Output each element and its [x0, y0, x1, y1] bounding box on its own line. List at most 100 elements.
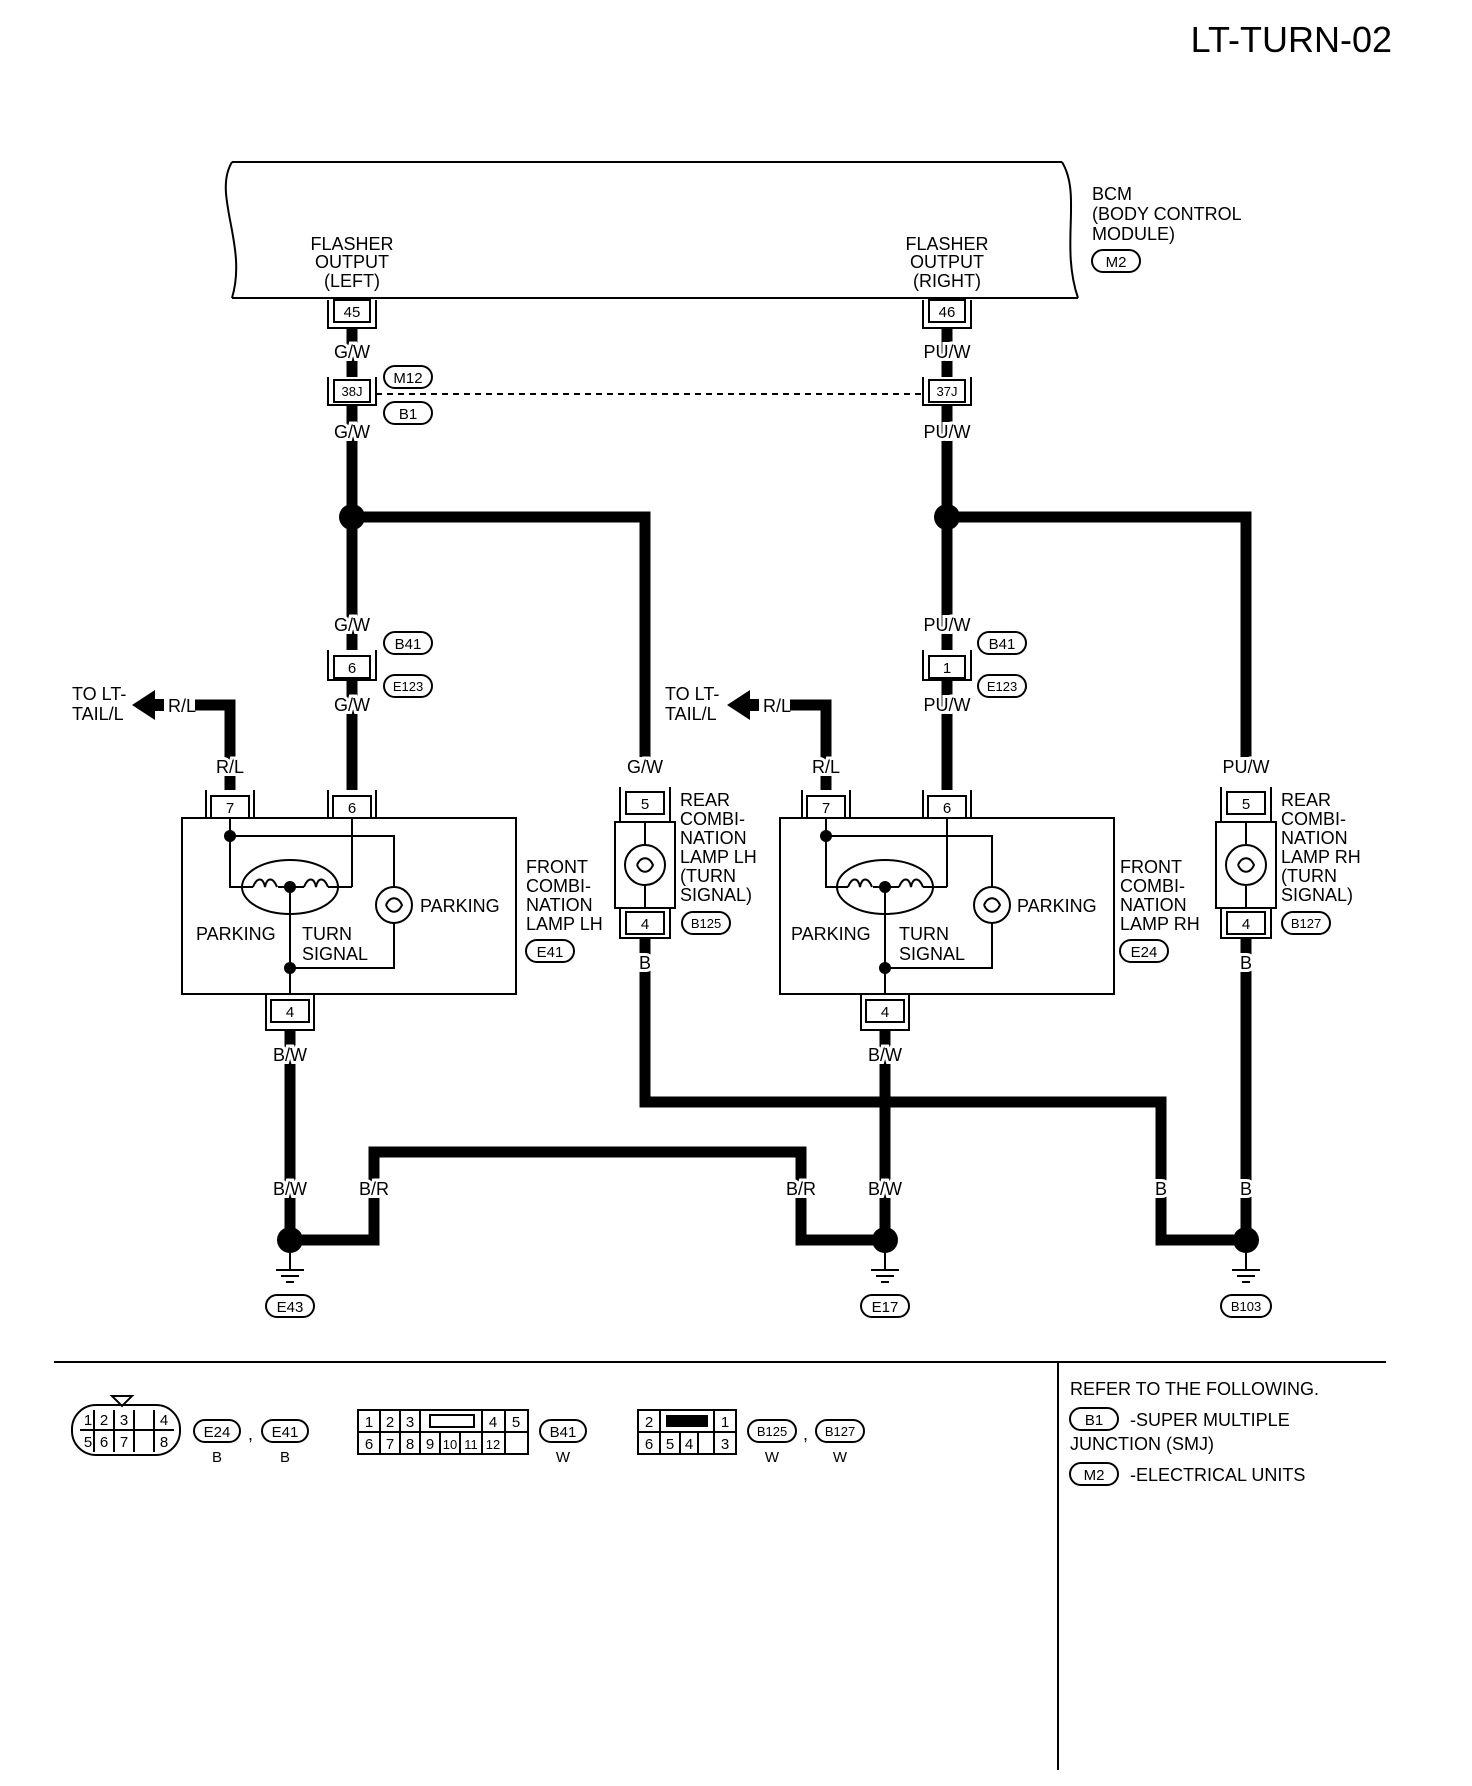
flasher-right-line3: (RIGHT) — [913, 271, 981, 291]
rear-lh-title-3: NATION — [680, 828, 747, 848]
front-lh-title-3: NATION — [526, 895, 593, 915]
wire-label-gw-rear: G/W — [627, 757, 663, 777]
legend-12pin-r2-5: 11 — [464, 1437, 478, 1452]
wire-label-puw-4: PU/W — [924, 695, 971, 715]
wire-label-gw-3: G/W — [334, 615, 370, 635]
wire-label-bw-1: B/W — [273, 1045, 307, 1065]
bcm-pin-45-label: 45 — [344, 304, 361, 321]
ground-b103-badge — [1220, 1294, 1272, 1318]
front-lh-title-2: COMBI- — [526, 876, 591, 896]
rear-lh-connector-badge — [681, 911, 731, 935]
arrow-right-icon — [727, 690, 750, 720]
rear-lh-title-2: COMBI- — [680, 809, 745, 829]
front-rh-connector-badge — [1119, 939, 1169, 963]
bcm-label-line3: MODULE) — [1092, 224, 1175, 244]
front-lh-parking-bulb-icon — [375, 886, 413, 924]
rear-rh-pin-5-label: 5 — [1242, 796, 1250, 813]
wire-label-rl-left: R/L — [216, 757, 244, 777]
rear-lh-pin-5 — [625, 791, 665, 815]
flasher-right-label: FLASHER OUTPUT (RIGHT) — [905, 234, 988, 291]
front-rh-parking-bulb-icon — [973, 886, 1011, 924]
bcm-pin-46 — [928, 299, 966, 323]
wire-b-rear-lh — [639, 938, 1246, 1246]
ground-e43: E43 — [265, 1227, 315, 1318]
wire-label-puw-3: PU/W — [924, 615, 971, 635]
legend-b125-badge — [747, 1419, 797, 1443]
flasher-left-line3: (LEFT) — [324, 271, 380, 291]
front-lh-node-c — [284, 962, 296, 974]
rear-rh-pin5-bracket — [1220, 787, 1272, 822]
refer-m2-badge — [1069, 1462, 1119, 1486]
wire-label-rl-right: R/L — [812, 757, 840, 777]
rear-lh-title-6: SIGNAL) — [680, 885, 752, 905]
wire-label-bw-3: B/W — [868, 1045, 902, 1065]
bcm-pin-45 — [333, 299, 371, 323]
bcm-label-line2: (BODY CONTROL — [1092, 204, 1242, 224]
legend-12pin-grid — [358, 1410, 528, 1454]
inline-left-badge-top — [383, 631, 433, 655]
front-lh-pin6-bracket — [327, 790, 377, 818]
front-rh-filaments — [825, 836, 947, 888]
smj-pin-37j — [928, 379, 966, 403]
rear-lamp-lh: G/W 5 4 B125 REAR COMBI- NATION LAMP LH … — [614, 754, 757, 939]
legend-8pin-r2-1: 6 — [100, 1434, 108, 1451]
rear-lh-connector-code: B125 — [691, 916, 721, 931]
front-lh-filaments — [229, 836, 352, 888]
legend-e41-color: B — [280, 1449, 290, 1466]
front-lh-parking-right: PARKING — [420, 896, 500, 916]
rear-rh-pin-4 — [1226, 911, 1266, 935]
smj-pin-38j — [333, 379, 371, 403]
legend-6pin-r2-0: 6 — [645, 1436, 653, 1453]
wire-label-rl-right-horizontal: R/L — [763, 696, 791, 716]
front-rh-title-2: COMBI- — [1120, 876, 1185, 896]
arrow-left-icon — [132, 690, 155, 720]
inline-right-badge-top — [977, 631, 1027, 655]
ground-e43-dot — [277, 1227, 303, 1253]
arrow-right-stem — [747, 699, 759, 711]
ground-e43-badge — [265, 1294, 315, 1318]
rear-rh-title-6: SIGNAL) — [1281, 885, 1353, 905]
legend-8pin-r2-2: 7 — [120, 1434, 128, 1451]
smj-pin-37j-label: 37J — [937, 384, 958, 399]
inline-left-pin — [333, 655, 371, 679]
legend-e41-code: E41 — [272, 1424, 299, 1441]
front-rh-turn-line2: SIGNAL — [899, 944, 965, 964]
rear-rh-connector-badge — [1281, 911, 1331, 935]
ground-b103: B103 — [1220, 1227, 1272, 1318]
rear-rh-title-1: REAR — [1281, 790, 1331, 810]
ground-e17-dot — [872, 1227, 898, 1253]
legend-6pin-r2-3: 3 — [721, 1436, 729, 1453]
to-tail-label-right: TO LT- TAIL/L — [665, 684, 719, 724]
to-tail-right-line2: TAIL/L — [665, 704, 717, 724]
legend-12pin-r2-0: 6 — [365, 1436, 373, 1453]
inline-right-code-top: B41 — [989, 636, 1016, 653]
refer-section: REFER TO THE FOLLOWING. B1 -SUPER MULTIP… — [1069, 1379, 1319, 1486]
front-lh-pin-4 — [270, 999, 310, 1023]
ground-b103-icon — [1232, 1253, 1260, 1283]
bcm-label-line1: BCM — [1092, 184, 1132, 204]
rear-rh-bulb-icon — [1225, 844, 1267, 886]
front-rh-pin7-bracket — [801, 790, 851, 818]
front-rh-connector-code: E24 — [1131, 944, 1158, 961]
ground-e17: E17 — [860, 1227, 910, 1318]
wire-puw-to-rear-rh — [947, 511, 1252, 757]
bcm-pin-46-label: 46 — [939, 304, 956, 321]
legend-8pin-r2-0: 5 — [84, 1434, 92, 1451]
legend-8pin-r1-1: 2 — [100, 1412, 108, 1429]
front-rh-node-c — [879, 962, 891, 974]
legend-8pin-grid — [80, 1410, 174, 1452]
wire-rl-right — [790, 699, 832, 790]
front-rh-pin-4 — [865, 999, 905, 1023]
rear-rh-title-5: (TURN — [1281, 866, 1337, 886]
front-lh-pin-7-label: 7 — [226, 800, 234, 817]
wire-label-puw-rear: PU/W — [1223, 757, 1270, 777]
front-rh-pin6-bracket — [922, 790, 972, 818]
wire-label-gw-2: G/W — [334, 422, 370, 442]
legend-12pin-r2-3: 9 — [426, 1436, 434, 1453]
front-rh-pin-6-label: 6 — [943, 800, 951, 817]
refer-b1-text-1: -SUPER MULTIPLE — [1130, 1410, 1290, 1430]
legend-6pin-key — [666, 1415, 708, 1427]
rear-rh-filament — [1237, 857, 1256, 873]
front-lh-turn-line2: SIGNAL — [302, 944, 368, 964]
front-lh-connector-code: E41 — [537, 944, 564, 961]
